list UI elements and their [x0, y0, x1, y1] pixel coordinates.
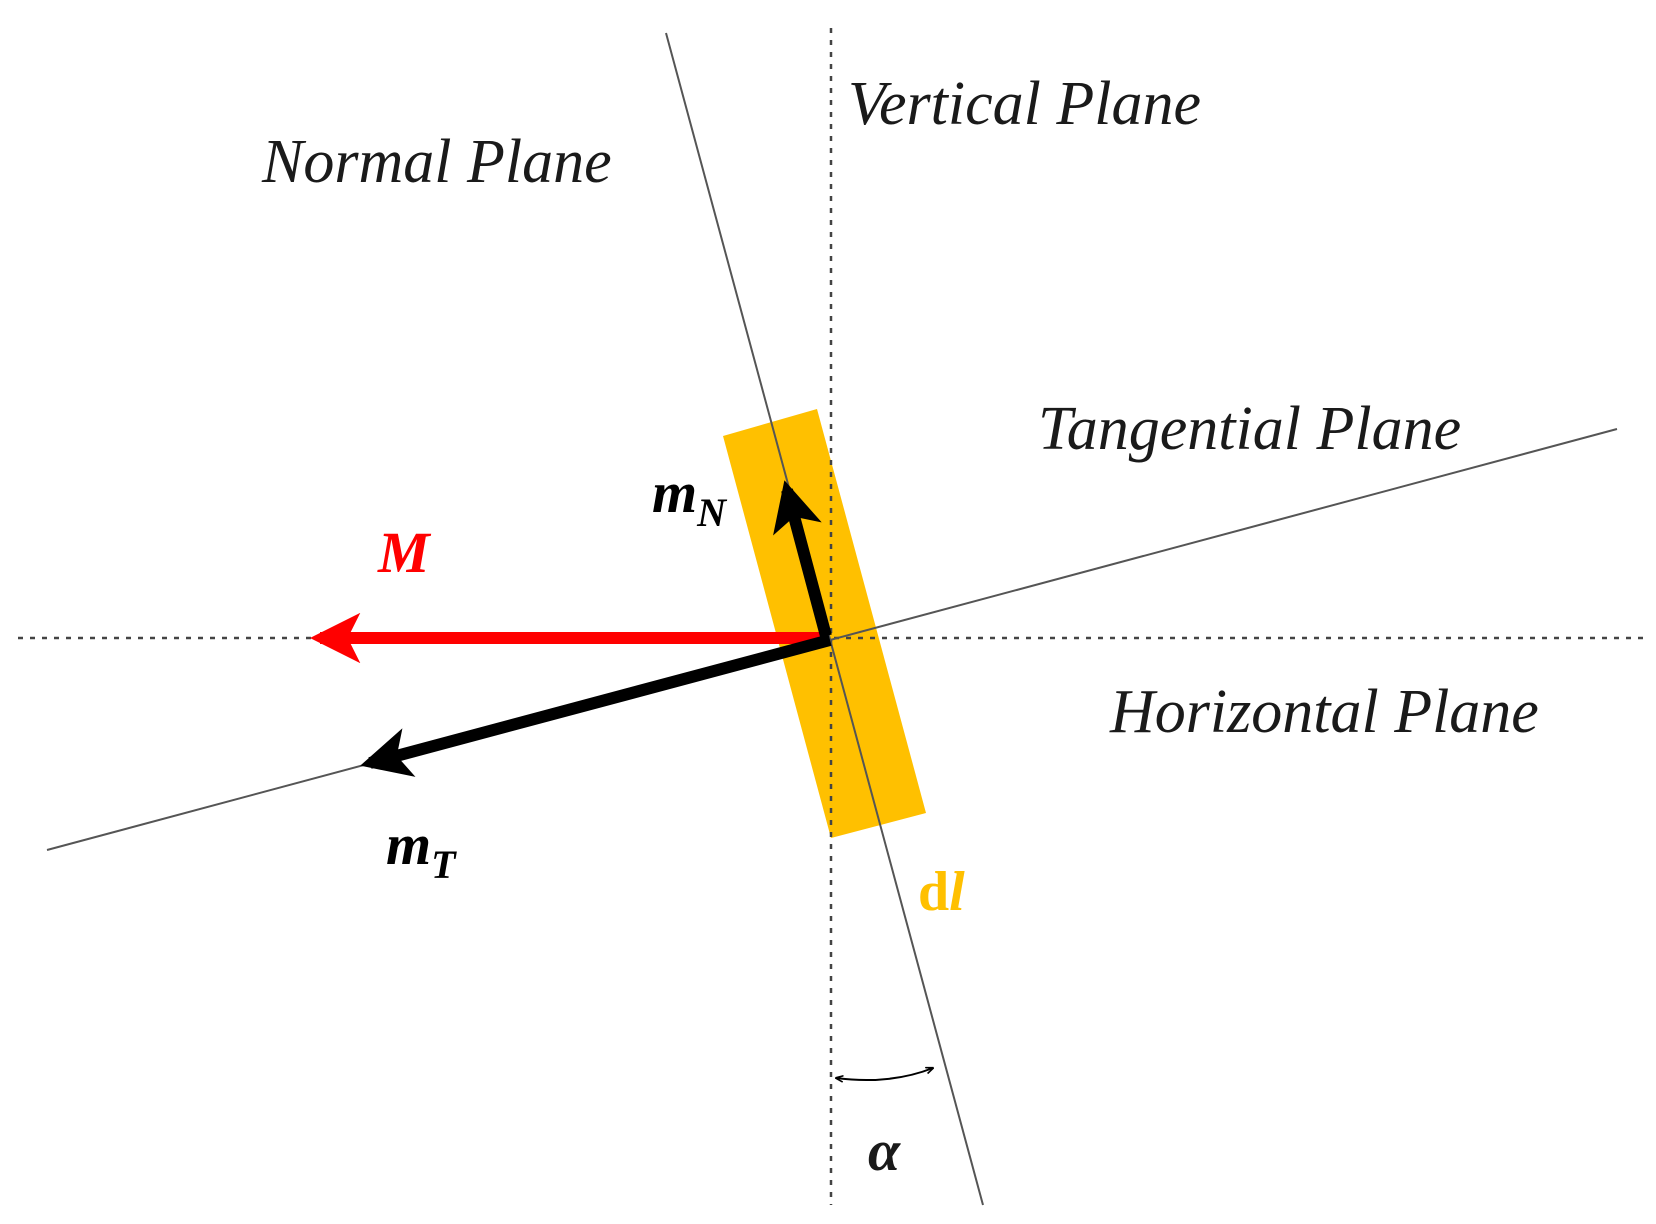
normal-plane-label: Normal Plane	[261, 128, 612, 196]
normal-component-arrow	[773, 480, 832, 638]
tangential-component-subscript: T	[431, 842, 457, 887]
tangential-plane-label: Tangential Plane	[1038, 395, 1461, 463]
normal-component-subscript: N	[696, 490, 728, 535]
element-d-symbol: d	[918, 861, 949, 923]
horizontal-plane-label: Horizontal Plane	[1109, 678, 1539, 746]
element-dl-label: dl	[918, 861, 965, 923]
vertical-plane-label: Vertical Plane	[848, 70, 1201, 138]
moment-label: M	[377, 520, 432, 585]
tangential-component-symbol: m	[386, 812, 431, 877]
tangential-component-arrow	[360, 634, 832, 777]
tangential-component-label: mT	[386, 812, 457, 887]
element-l-symbol: l	[949, 861, 965, 923]
tangential-plane-line	[46, 428, 1618, 851]
angle-alpha-label: α	[868, 1118, 901, 1183]
normal-component-label: mN	[652, 460, 728, 535]
angle-alpha-arc	[836, 1068, 933, 1080]
normal-component-symbol: m	[652, 460, 697, 525]
